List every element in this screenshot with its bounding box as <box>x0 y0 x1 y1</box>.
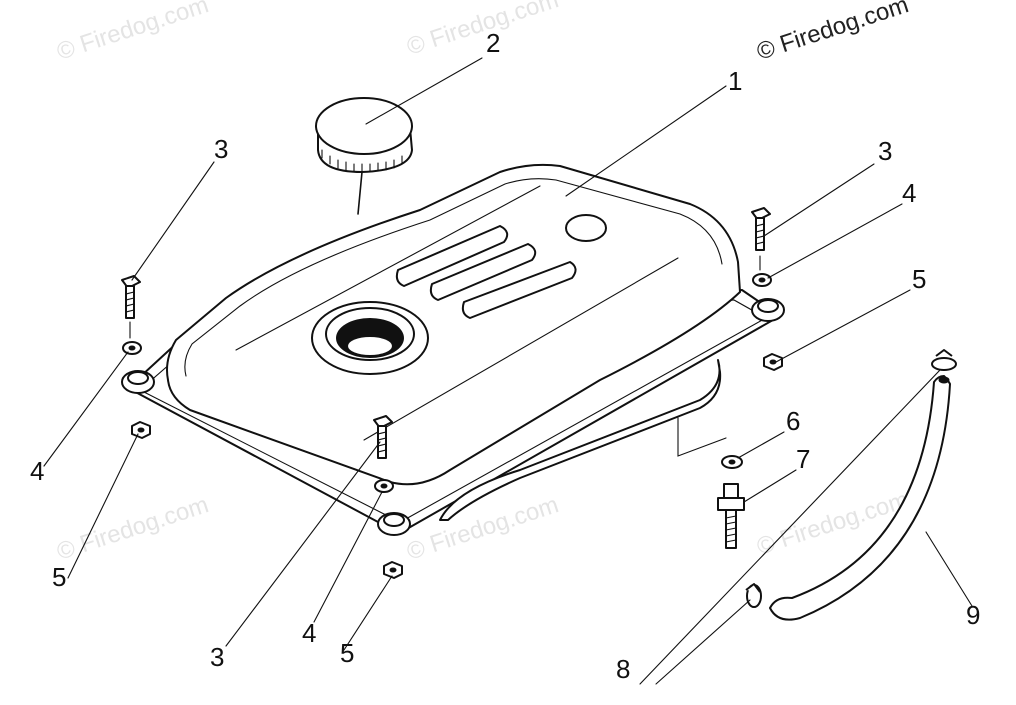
callout-3-right: 3 <box>878 136 892 166</box>
callout-1: 1 <box>728 66 742 96</box>
grommet-right <box>751 298 785 322</box>
nuts <box>131 353 783 579</box>
leader-lines <box>43 57 973 685</box>
washer-right <box>752 273 772 287</box>
fuel-cap <box>315 97 413 215</box>
clamp-bottom <box>745 583 762 608</box>
callout-4-bottom: 4 <box>302 618 316 648</box>
watermark-2: © Firedog.com <box>404 0 562 61</box>
callout-6: 6 <box>786 406 800 436</box>
callout-4-left: 4 <box>30 456 44 486</box>
fuel-fitting <box>717 483 745 549</box>
callout-2: 2 <box>486 28 500 58</box>
fuel-hose <box>769 375 951 621</box>
washer-bottom <box>374 479 394 493</box>
watermark-main: © Firedog.com <box>754 0 912 66</box>
callout-5-bottom: 5 <box>340 638 354 668</box>
watermark-1: © Firedog.com <box>54 0 212 66</box>
washers <box>122 273 772 493</box>
grommet-left <box>121 370 155 394</box>
callout-3-bottom: 3 <box>210 642 224 672</box>
washer-left <box>122 341 142 355</box>
washer-6 <box>721 455 743 469</box>
bolt-left <box>121 275 141 319</box>
nut-right <box>763 353 783 371</box>
fuel-tank <box>166 163 741 486</box>
watermark-3: © Firedog.com <box>54 491 212 565</box>
mount-grommets <box>121 298 785 536</box>
callout-labels: 1 2 3 3 3 4 4 4 5 5 5 6 7 8 9 <box>30 28 980 684</box>
callout-5-right: 5 <box>912 264 926 294</box>
clamp-top <box>931 349 957 371</box>
bolt-right <box>751 207 771 251</box>
grommet-bottom <box>377 512 411 536</box>
callout-8: 8 <box>616 654 630 684</box>
callout-3-left: 3 <box>214 134 228 164</box>
hose-clamps <box>745 349 957 608</box>
bolt-bottom <box>373 415 393 459</box>
nut-bottom <box>383 561 403 579</box>
callout-4-right: 4 <box>902 178 916 208</box>
callout-5-left: 5 <box>52 562 66 592</box>
callout-7: 7 <box>796 444 810 474</box>
nut-left <box>131 421 151 439</box>
assembly-lines <box>129 255 761 457</box>
callout-9: 9 <box>966 600 980 630</box>
